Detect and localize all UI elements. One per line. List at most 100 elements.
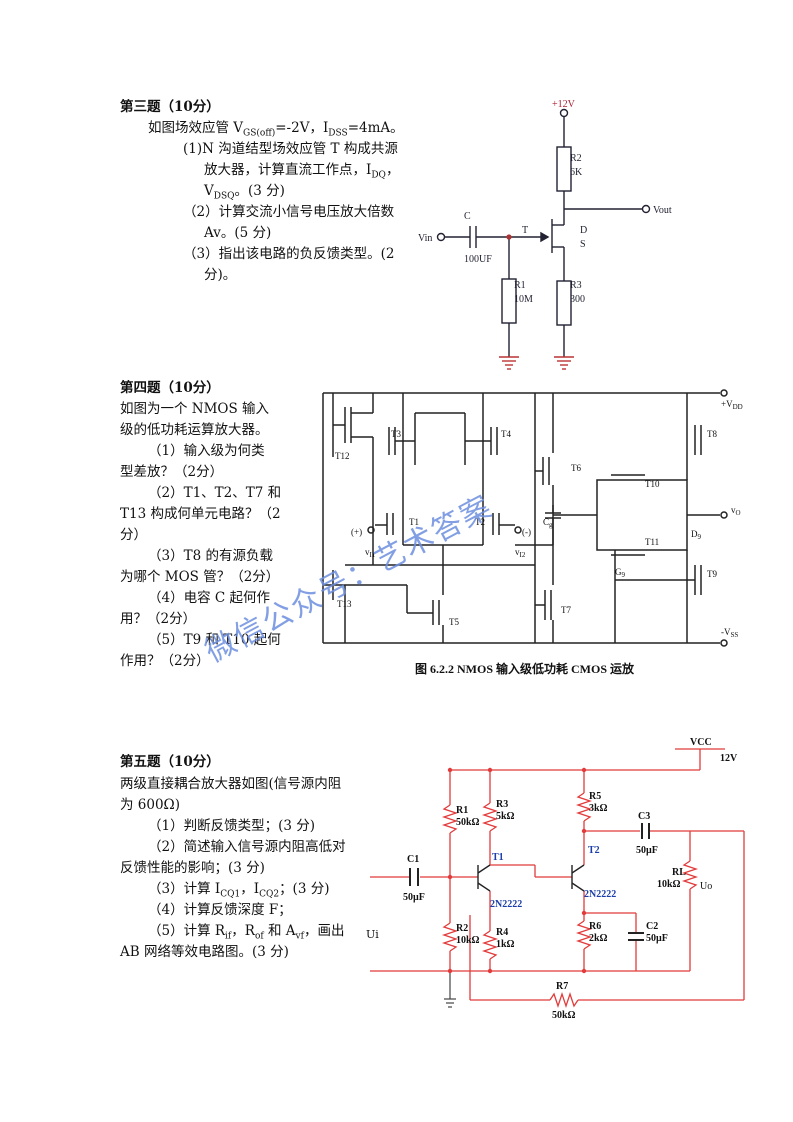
r3-value: 5kΩ — [496, 811, 515, 822]
q4-line-1: 如图为一个 NMOS 输入 — [120, 401, 270, 417]
r2-resistor — [556, 146, 572, 192]
q3-item2-line1: （2）计算交流小信号电压放大倍数 — [183, 204, 395, 220]
q5-line-8: （5）计算 Rif，Rof 和 Avf，画出 — [148, 923, 345, 942]
t13-label: T13 — [337, 599, 352, 609]
r2-resistor — [441, 922, 459, 952]
vcc-label: VCC — [690, 737, 712, 748]
vin-terminal — [436, 232, 446, 242]
r4-label: R4 — [496, 927, 508, 938]
q4-line-5: （2）T1、T2、T7 和 — [148, 485, 282, 501]
t1-part-number: 2N2222 — [490, 899, 522, 910]
r2-label: R2 — [570, 153, 582, 164]
vout-terminal — [641, 204, 651, 214]
q3-title: 第三题（10分） — [120, 99, 220, 115]
q4-line-7: 分） — [120, 527, 147, 543]
r4-resistor — [481, 930, 499, 960]
vcc-label: +12V — [552, 99, 576, 110]
q3-jfet-circuit: +12V R2 6K Vout Vin C T D S 100UF R1 10M… — [418, 99, 672, 370]
vss-label: -VSS — [721, 627, 738, 639]
rl-resistor — [681, 860, 699, 890]
ui-label: Ui — [366, 928, 379, 941]
q4-line-11: 用？（2分） — [120, 611, 197, 627]
q5-line-7: （4）计算反馈深度 F； — [148, 902, 292, 918]
plus-label: (+) — [351, 527, 362, 537]
q5-two-stage-amplifier: VCC 12V R1 50kΩ R3 5kΩ R5 3kΩ C3 50µF T1… — [370, 737, 745, 1021]
c3-value: 50µF — [636, 845, 658, 856]
vin-label: Vin — [418, 233, 432, 244]
q4-line-3: （1）输入级为何类 — [148, 443, 265, 459]
c1-label: C1 — [407, 854, 419, 865]
t10-t11-bridge — [596, 479, 688, 551]
r7-resistor — [549, 991, 579, 1009]
r7-value: 50kΩ — [552, 1010, 576, 1021]
q5-line-2: 为 600Ω) — [120, 797, 181, 813]
minus-label: (-) — [522, 527, 531, 537]
q5-line-4: （2）简述输入信号源内阻高低对 — [148, 839, 346, 855]
q4-line-2: 级的低功耗运算放大器。 — [120, 422, 269, 438]
t1-label: T1 — [409, 517, 419, 527]
gg-label: G9 — [615, 567, 626, 579]
dg-label: D9 — [691, 529, 702, 541]
q5-line-9: AB 网络等效电路图。(3 分) — [120, 944, 289, 960]
rl-value: 10kΩ — [657, 879, 681, 890]
c2-value: 50µF — [646, 933, 668, 944]
t2-part-number: 2N2222 — [584, 889, 616, 900]
r1-label: R1 — [456, 805, 468, 816]
t2-label: T2 — [588, 845, 600, 856]
jfet-gate-arrow — [540, 231, 550, 243]
t9-label: T9 — [707, 569, 717, 579]
r2-value: 6K — [570, 167, 583, 178]
q4-cmos-opamp-figure: T12 T3 T4 T6 T8 T1 T2 T10 T11 T9 T13 T5 … — [322, 389, 743, 676]
r5-value: 3kΩ — [589, 803, 608, 814]
r6-label: R6 — [589, 921, 601, 932]
s-label: S — [580, 239, 586, 250]
r1-resistor — [441, 804, 459, 834]
t7-label: T7 — [561, 605, 571, 615]
t10-label: T10 — [645, 479, 660, 489]
r1-value: 10M — [514, 294, 533, 305]
cg-label: Cg — [543, 517, 553, 529]
r3-resistor — [556, 280, 572, 326]
cap-value: 100UF — [464, 254, 492, 265]
r1-value: 50kΩ — [456, 817, 480, 828]
t-label: T — [522, 225, 528, 236]
t12-label: T12 — [335, 451, 350, 461]
t6-label: T6 — [571, 463, 581, 473]
q4-line-9: 为哪个 MOS 管？（2分） — [120, 569, 280, 585]
r6-resistor — [575, 920, 593, 950]
q3-item3-line1: （3）指出该电路的负反馈类型。(2 — [183, 246, 395, 262]
t5-label: T5 — [449, 617, 459, 627]
ground-symbols — [499, 356, 574, 370]
q3-item2-line2: Av。(5 分) — [204, 225, 272, 241]
d-label: D — [580, 225, 587, 236]
q4-line-10: （4）电容 C 起何作 — [148, 590, 271, 606]
r1-label: R1 — [514, 280, 526, 291]
r3-value: 300 — [570, 294, 585, 305]
q3-item1-line2: 放大器，计算直流工作点，IDQ， — [204, 162, 400, 181]
r2-value: 10kΩ — [456, 935, 480, 946]
vcc-terminal — [559, 108, 569, 118]
r6-value: 2kΩ — [589, 933, 608, 944]
t8-label: T8 — [707, 429, 717, 439]
rl-label: RL — [672, 867, 686, 878]
vi1-label: vI1 — [365, 547, 376, 559]
q4-line-6: T13 构成何单元电路？（2 — [120, 506, 281, 522]
t1-label: T1 — [492, 852, 504, 863]
q3-item1-line3: VDSQ。(3 分) — [204, 183, 285, 202]
r3-label: R3 — [496, 799, 508, 810]
v12-label: 12V — [720, 753, 738, 764]
gate-node-dot — [506, 234, 512, 240]
vout-label: Vout — [653, 205, 672, 216]
r4-value: 1kΩ — [496, 939, 515, 950]
r2-label: R2 — [456, 923, 468, 934]
q4-line-13: 作用？（2分） — [120, 653, 210, 669]
c3-label: C3 — [638, 811, 650, 822]
q4-title: 第四题（10分） — [120, 380, 220, 396]
q5-line-6: （3）计算 ICQ1，ICQ2；(3 分) — [148, 881, 330, 900]
c-label: C — [464, 211, 471, 222]
q3-item1-line1: (1)N 沟道结型场效应管 T 构成共源 — [183, 141, 398, 157]
q3-intro: 如图场效应管 VGS(off)=-2V，IDSS=4mA。 — [148, 120, 404, 139]
q3-item3-line2: 分)。 — [204, 267, 237, 283]
t4-label: T4 — [501, 429, 511, 439]
vi2-label: vI2 — [515, 547, 526, 559]
